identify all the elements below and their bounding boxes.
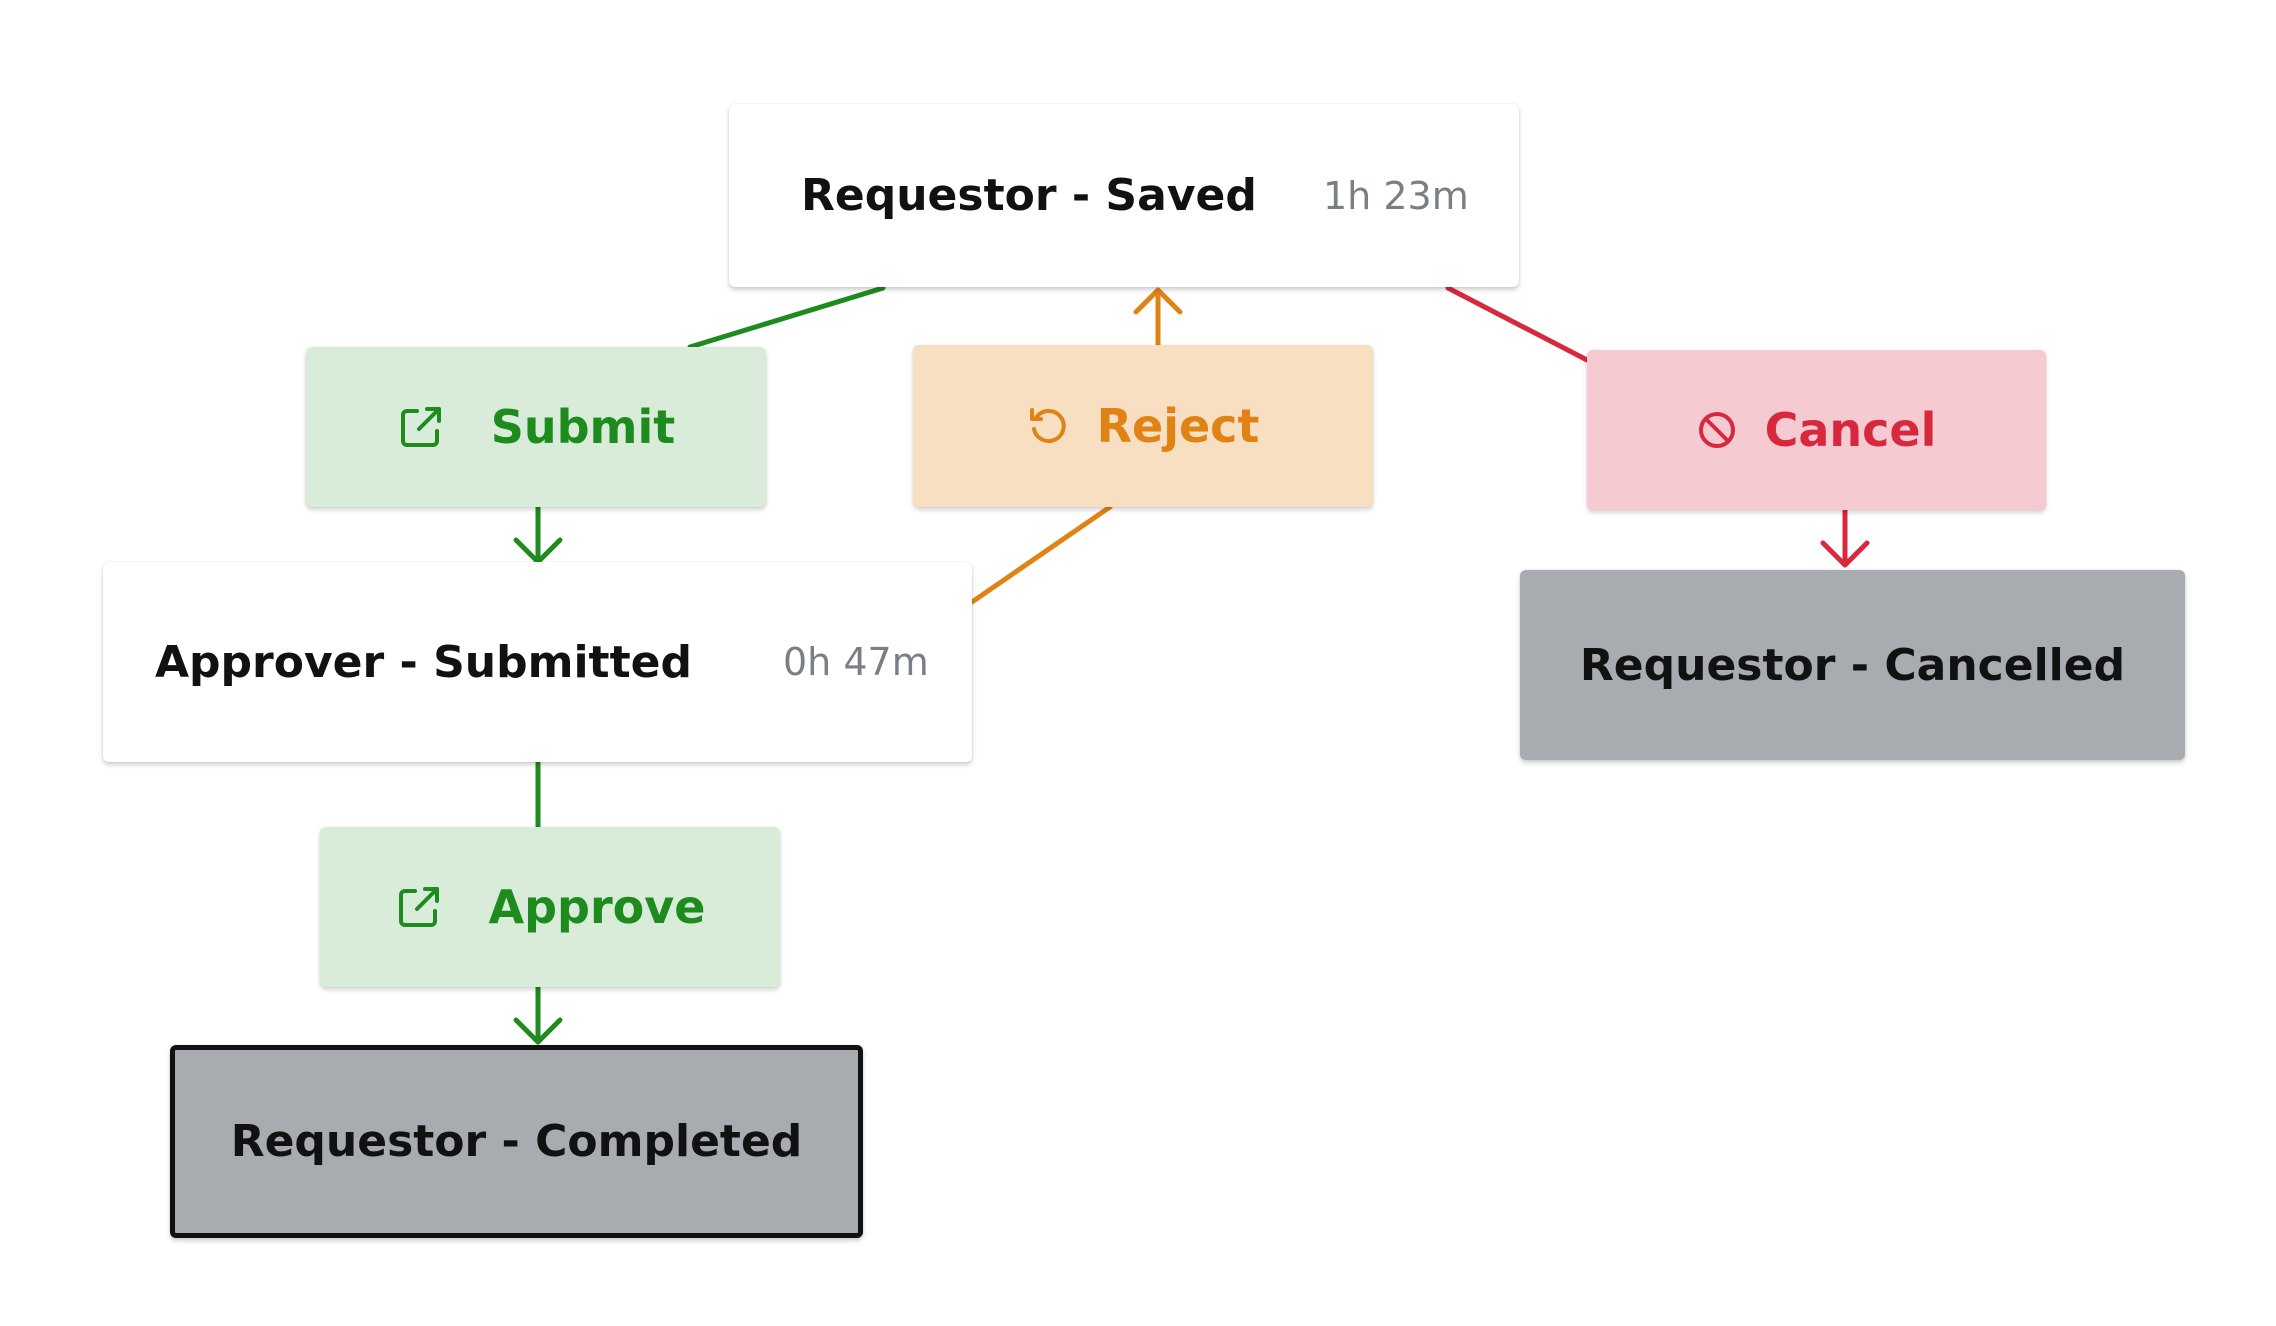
connector-saved-to-submit [687, 285, 886, 350]
state-requestor-saved[interactable]: Requestor - Saved 1h 23m [729, 104, 1519, 287]
state-label: Requestor - Completed [230, 1116, 803, 1167]
approve-button[interactable]: Approve [320, 827, 780, 987]
connector-submitted-to-reject [969, 504, 1113, 605]
ban-icon [1697, 410, 1737, 450]
undo-icon [1027, 405, 1069, 447]
state-label: Requestor - Cancelled [1579, 639, 2126, 691]
connector-saved-to-cancel [1445, 285, 1590, 363]
state-requestor-completed[interactable]: Requestor - Completed [170, 1045, 863, 1238]
submit-label: Submit [490, 400, 676, 454]
external-link-icon [397, 403, 445, 451]
arrowhead-saved [1133, 287, 1183, 315]
reject-button[interactable]: Reject [913, 345, 1373, 507]
approve-label: Approve [488, 880, 706, 934]
state-approver-submitted[interactable]: Approver - Submitted 0h 47m [103, 562, 972, 762]
cancel-button[interactable]: Cancel [1587, 350, 2046, 510]
state-requestor-cancelled[interactable]: Requestor - Cancelled [1520, 570, 2185, 760]
submit-button[interactable]: Submit [306, 347, 766, 507]
cancel-label: Cancel [1764, 403, 1937, 457]
state-duration: 1h 23m [1323, 173, 1469, 218]
reject-label: Reject [1096, 399, 1260, 453]
arrowhead-completed [513, 1017, 563, 1045]
state-label: Approver - Submitted [155, 636, 692, 688]
state-label: Requestor - Saved [801, 170, 1257, 221]
state-duration: 0h 47m [783, 640, 929, 684]
external-link-icon [395, 883, 443, 931]
arrowhead-cancelled [1820, 540, 1870, 568]
